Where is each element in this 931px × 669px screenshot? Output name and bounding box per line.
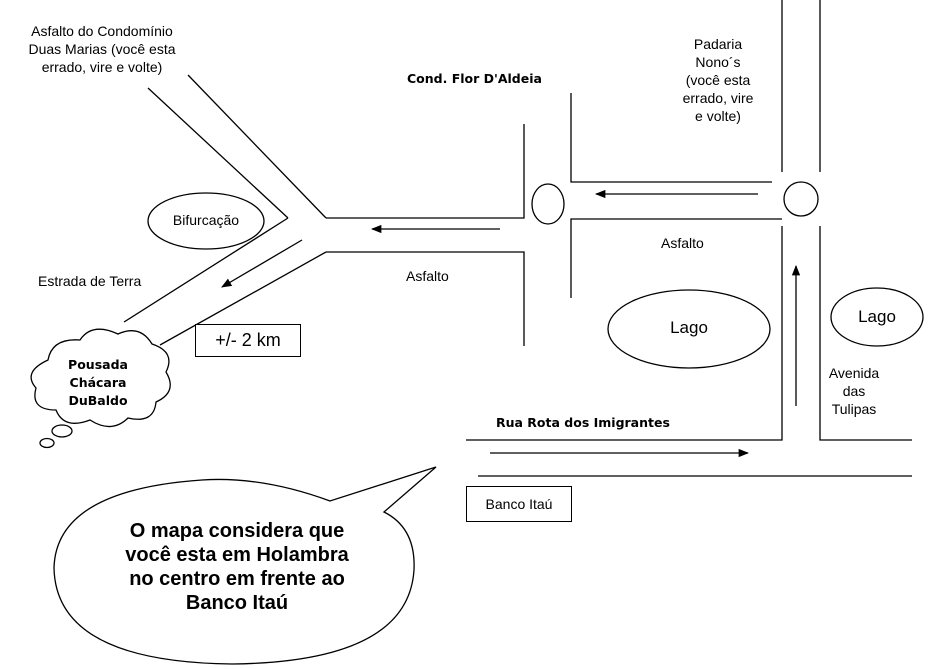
label-line: Avenida [828, 365, 880, 381]
arrow-terra [221, 239, 303, 288]
road-mid-top [570, 93, 772, 183]
label-cond-flor: Cond. Flor D'Aldeia [407, 71, 542, 86]
roundabout-right [783, 181, 819, 217]
pousada-cloud [30, 328, 171, 428]
label-asfalto-left: Asfalto [406, 268, 449, 284]
label-estrada-terra: Estrada de Terra [38, 273, 142, 289]
road-duas-marias [147, 87, 289, 219]
label-line: Duas Marias (você esta [28, 41, 176, 57]
road-asfalto-top [326, 124, 525, 219]
road-avenida-right [819, 226, 912, 441]
lago-center-shape [607, 289, 771, 369]
road-terra-top [123, 217, 289, 323]
lago-right-shape [830, 287, 924, 347]
label-line: Padaria [693, 36, 743, 52]
roundabout-left [531, 183, 565, 225]
label-lago-center: Lago [670, 318, 708, 337]
speech-bubble-text: O mapa considera que você esta em Holamb… [92, 519, 382, 615]
banco-box: Banco Itaú [466, 486, 572, 522]
label-line: Chácara [69, 375, 127, 390]
label-line: (você esta [685, 72, 751, 88]
road-avenida-left [466, 226, 783, 441]
road-mid-bottom [570, 218, 782, 298]
label-line: Nono´s [695, 54, 741, 70]
cloud-bubble-1 [51, 424, 73, 438]
label-line: Asfalto do Condomínio [31, 23, 173, 39]
label-line: Pousada [68, 357, 128, 372]
label-line: e volte) [695, 108, 741, 124]
label-rua-rota: Rua Rota dos Imigrantes [496, 415, 670, 430]
note-line: Banco Itaú [185, 592, 289, 614]
road-terra-bottom [159, 251, 327, 346]
note-line: no centro em frente ao [129, 568, 345, 590]
label-lago-right: Lago [858, 307, 896, 326]
label-avenida: Avenida das Tulipas [820, 364, 888, 418]
label-condominio-duas-marias: Asfalto do Condomínio Duas Marias (você … [12, 22, 192, 76]
road-asfalto-bottom [326, 251, 525, 346]
speech-bubble [53, 466, 437, 665]
cloud-bubble-2 [39, 437, 55, 449]
distance-box: +/- 2 km [195, 324, 301, 357]
note-line: você esta em Holambra [125, 544, 349, 566]
road-duas-marias-edge [187, 74, 327, 219]
label-line: errado, vire e volte) [41, 59, 163, 75]
label-line: errado, vire [682, 90, 754, 106]
label-padaria: Padaria Nono´s (você esta errado, vire e… [668, 35, 768, 125]
label-line: das [842, 383, 866, 399]
label-line: DuBaldo [68, 393, 128, 408]
label-line: Tulipas [831, 401, 877, 417]
label-asfalto-right: Asfalto [661, 235, 704, 251]
label-bifurcacao: Bifurcação [172, 212, 240, 228]
bifurcacao-ellipse [147, 192, 265, 250]
label-pousada: Pousada Chácara DuBaldo [48, 356, 148, 410]
note-line: O mapa considera que [129, 520, 345, 542]
